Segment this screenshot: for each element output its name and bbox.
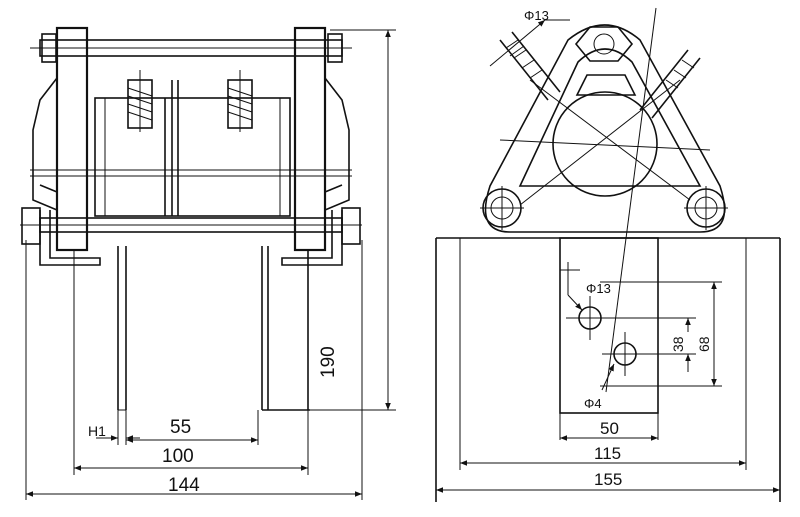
bottom-clamp-bar [20,207,362,266]
dim-label-190: 190 [318,346,339,378]
left-post [55,26,89,252]
base-block [435,237,781,502]
dim-label-144: 144 [168,475,200,496]
dimension-38: 38 [600,317,696,372]
terminal-arm-right [639,49,701,119]
top-bolt [574,26,634,62]
housing-outline [30,77,352,211]
dim-label-phi13-hole: Φ13 [586,281,611,296]
construction-line [605,7,657,393]
dim-label-155: 155 [594,470,622,489]
dim-label-38: 38 [670,336,686,352]
dimension-50: 50 [560,419,658,441]
right-bolt [684,186,728,230]
dim-label-phi4: Φ4 [584,396,602,411]
extension-lines [25,29,396,500]
dim-label-h1: H1 [88,423,106,439]
dimension-h1: H1 [88,423,140,441]
front-view: H1 55 100 144 190 [20,26,396,500]
dim-label-phi13-top: Φ13 [524,8,549,23]
dimension-55: 55 [126,417,258,443]
dim-label-68: 68 [696,336,712,352]
dimension-190: 190 [318,30,391,410]
terminal-arm-left [499,31,561,101]
dimension-144: 144 [26,475,362,497]
side-view: Φ13 Φ13 Φ4 38 68 [435,7,781,502]
top-bolt-bar [30,33,352,63]
dimension-phi13-top: Φ13 [489,8,570,67]
core-body [94,80,291,217]
left-bolt [480,186,524,230]
dim-label-100: 100 [162,446,194,467]
dimension-phi4: Φ4 [584,363,615,411]
base-plate [117,246,310,411]
dimension-68: 68 [600,281,722,387]
dim-label-55: 55 [170,417,191,438]
dimension-115: 115 [460,444,746,466]
terminal-screw-right [227,70,253,132]
dimension-155: 155 [436,470,780,493]
dimension-phi13-hole: Φ13 [560,262,611,311]
dimension-100: 100 [74,446,308,471]
dim-label-115: 115 [594,444,621,463]
dim-label-50: 50 [600,419,619,438]
right-post [293,26,327,252]
terminal-screw-left [127,70,153,132]
